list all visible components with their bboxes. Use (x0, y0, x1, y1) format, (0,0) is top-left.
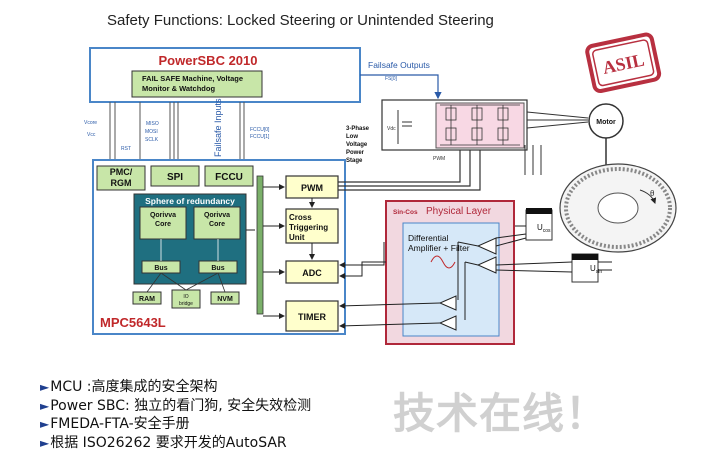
motor: Motor (588, 103, 624, 139)
io-bridge-line2: bridge (179, 301, 193, 307)
pmc-label-2: RGM (111, 178, 132, 188)
spi-label: SPI (167, 172, 183, 183)
sbc-mcu-signals (109, 102, 245, 160)
vcc-label: Vcc (87, 132, 96, 138)
sincos-amplifiers (438, 237, 497, 331)
core2-line1: Qorivva (204, 212, 230, 219)
usin-sensor: Usin (571, 253, 602, 283)
bullet-item: ►FMEDA-FTA-安全手册 (40, 416, 190, 433)
internal-arrows (246, 184, 315, 319)
filter-waveform (430, 255, 456, 269)
encoder-disk: θ (559, 163, 677, 253)
vdc-label: Vdc (387, 126, 396, 132)
bullet-arrow-icon: ► (40, 380, 50, 394)
diff-amp-line2: Amplifier + Filter (408, 243, 470, 253)
ucos-sensor: Ucos (525, 208, 553, 241)
ucos-label: Ucos (537, 223, 551, 234)
bus2-label: Bus (211, 265, 224, 272)
asil-stamp-text: ASIL (601, 50, 646, 78)
phase-lines (524, 111, 589, 175)
failsafe-outputs-label: Failsafe Outputs (368, 60, 430, 70)
ctu-line1: Cross (289, 213, 312, 222)
mcu-block: PMC/ RGM SPI FCCU Sphere of redundancy Q… (92, 159, 346, 335)
diff-amp-line1: Differential (408, 233, 449, 243)
sincos-title: Physical Layer (426, 206, 492, 217)
failsafe-output-line (360, 74, 442, 100)
power-stage-line4: Power (346, 150, 365, 156)
core1-line1: Qorivva (150, 212, 176, 219)
page-title: Safety Functions: Locked Steering or Uni… (107, 12, 494, 29)
sincos-internal-wiring (457, 241, 479, 320)
core2-line2: Core (209, 221, 225, 228)
bullet-item: ►MCU :高度集成的安全架构 (40, 379, 218, 395)
bullet-item: ►根据 ISO26262 要求开发的AutoSAR (40, 434, 287, 451)
bus1-label: Bus (154, 265, 167, 272)
fs0-label: FS[0] (385, 76, 398, 82)
theta-symbol: θ (650, 189, 655, 198)
sincos-small-label: Sin-Cos (393, 209, 418, 216)
timer-label: TIMER (298, 312, 326, 322)
power-stage-line3: Voltage (346, 142, 368, 148)
motor-label: Motor (596, 119, 616, 126)
power-stage-block: 3-Phase Low Voltage Power Stage Vdc PWM (346, 99, 528, 164)
mcu-name: MPC5643L (100, 315, 166, 330)
fccu0-label: FCCU[0] (250, 127, 270, 133)
ctu-line3: Unit (289, 233, 305, 242)
sincos-block: Sin-Cos Physical Layer Differential Ampl… (385, 200, 515, 345)
rst-label: RST (121, 146, 131, 152)
bullet-arrow-icon: ► (40, 398, 50, 413)
crossbar (256, 175, 264, 315)
failsafe-inputs-label: Failsafe Inputs (213, 98, 223, 157)
vcore-label: Vcore (84, 120, 97, 126)
ctu-line2: Triggering (289, 223, 328, 232)
sincos-mcu-lines (339, 242, 441, 329)
pwm-label: PWM (301, 183, 323, 193)
sensor-lines (495, 225, 612, 273)
inverter-switches (440, 104, 520, 146)
power-stage-line2: Low (346, 134, 358, 140)
core1-line2: Core (155, 221, 171, 228)
usin-label: Usin (590, 264, 602, 275)
power-stage-pwm-label: PWM (433, 156, 445, 162)
sphere-label: Sphere of redundancy (145, 196, 235, 206)
sclk-label: SCLK (145, 137, 159, 143)
fccu-label: FCCU (215, 172, 243, 183)
bullet-arrow-icon: ► (40, 417, 50, 432)
mosi-label: MOSI (145, 129, 158, 135)
failsafe-machine-line1: FAIL SAFE Machine, Voltage (142, 74, 243, 83)
watermark: 技术在线！ (393, 389, 609, 438)
memory-links (146, 272, 226, 293)
nvm-label: NVM (217, 296, 233, 303)
bullet-item: ►Power SBC: 独立的看门狗, 安全失效检测 (40, 397, 312, 414)
pwm-output-lines (338, 150, 481, 191)
bullet-arrow-icon: ► (40, 435, 50, 450)
miso-label: MISO (146, 121, 159, 127)
power-stage-line5: Stage (346, 158, 363, 164)
failsafe-machine-line2: Monitor & Watchdog (142, 84, 215, 93)
bullet-list: ►MCU :高度集成的安全架构 ►Power SBC: 独立的看门狗, 安全失效… (40, 378, 311, 452)
ram-label: RAM (139, 296, 155, 303)
power-stage-line1: 3-Phase (346, 126, 370, 132)
pmc-label-1: PMC/ (110, 167, 133, 177)
adc-label: ADC (302, 268, 322, 278)
power-sbc-block: PowerSBC 2010 FAIL SAFE Machine, Voltage… (89, 47, 361, 103)
fccu1-label: FCCU[1] (250, 134, 270, 140)
asil-stamp: ASIL (585, 32, 662, 94)
power-sbc-title: PowerSBC 2010 (159, 53, 258, 68)
io-bridge-line1: IO (183, 294, 188, 300)
redundancy-links (160, 239, 219, 261)
